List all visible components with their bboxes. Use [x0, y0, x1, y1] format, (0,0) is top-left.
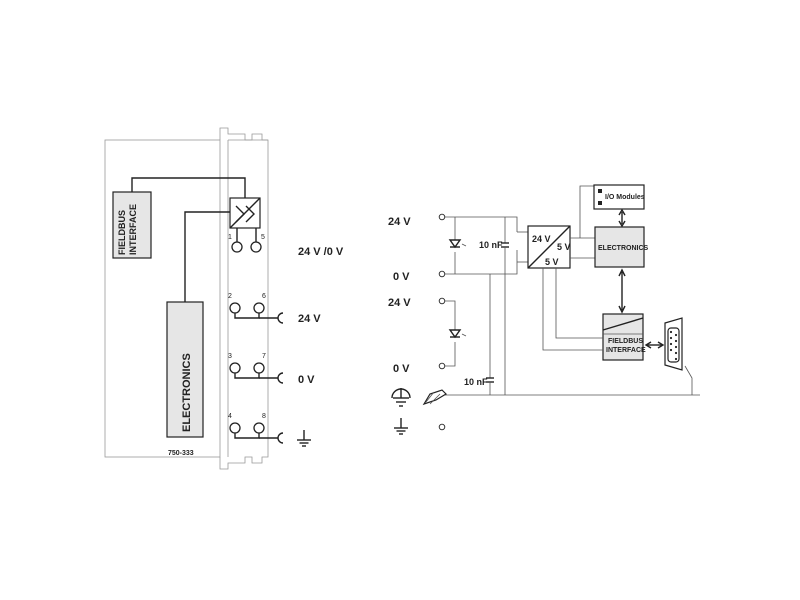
fieldbus-interface-box: FIELDBUS INTERFACE	[112, 191, 152, 259]
conv-24v-label: 24 V	[532, 234, 551, 244]
r-electronics-box	[594, 226, 645, 268]
dcdc-converter	[527, 225, 571, 269]
r-label-0v-mid: 0 V	[393, 363, 410, 375]
terminal-5: 5	[261, 234, 265, 241]
double-arrow-icon	[644, 341, 665, 349]
diode-icon	[448, 329, 467, 339]
r-fieldbus-label-1: FIELDBUS	[608, 338, 643, 345]
r-terminal-24v-mid	[438, 297, 446, 305]
r-terminal-0v-mid	[438, 362, 446, 370]
r-label-24v-top: 24 V	[388, 216, 411, 228]
r-label-24v-mid: 24 V	[388, 297, 411, 309]
double-arrow-icon	[618, 268, 626, 314]
label-24v-0v: 24 V /0 V	[298, 246, 344, 258]
ground-icon	[394, 418, 408, 435]
double-arrow-icon	[618, 208, 626, 228]
terminal-7: 7	[262, 353, 266, 360]
r-terminal-24v-top	[438, 213, 446, 221]
conv-5v-right: 5 V	[557, 242, 571, 252]
din-rail-icon	[422, 389, 447, 406]
dsub-connector-icon	[664, 317, 683, 371]
chassis-ground-icon	[391, 388, 411, 407]
io-modules-label: I/O Modules	[605, 194, 645, 201]
label-0v: 0 V	[298, 374, 315, 386]
model-number: 750-333	[168, 450, 194, 457]
terminal-6: 6	[262, 293, 266, 300]
terminal-8: 8	[262, 413, 266, 420]
r-fieldbus-interface-box	[602, 313, 644, 361]
conv-5v-bottom: 5 V	[545, 257, 559, 267]
terminal-4: 4	[228, 413, 232, 420]
electronics-box: ELECTRONICS	[166, 301, 204, 438]
diode-icon	[448, 239, 467, 249]
fieldbus-label-1: FIELDBUS	[117, 210, 127, 255]
cap-top-label: 10 nF	[479, 240, 503, 250]
module-housing	[104, 127, 269, 470]
r-terminal-0v-top	[438, 270, 446, 278]
terminal-block	[229, 241, 265, 434]
capacitor-bottom	[486, 274, 494, 395]
label-24v: 24 V	[298, 313, 321, 325]
r-fieldbus-label-2: INTERFACE	[606, 347, 646, 354]
ground-icon	[297, 430, 311, 447]
capacitor-top	[501, 217, 509, 395]
terminal-1: 1	[228, 234, 232, 241]
terminal-2: 2	[228, 293, 232, 300]
terminal-3: 3	[228, 353, 232, 360]
io-modules-box	[593, 184, 645, 210]
r-electronics-label: ELECTRONICS	[598, 245, 649, 252]
r-terminal-ground	[438, 423, 446, 431]
electronics-label: ELECTRONICS	[181, 353, 193, 432]
coupler-block	[229, 197, 261, 229]
fieldbus-label-2: INTERFACE	[128, 204, 138, 255]
cap-bottom-label: 10 nF	[464, 377, 488, 387]
r-label-0v-top: 0 V	[393, 271, 410, 283]
